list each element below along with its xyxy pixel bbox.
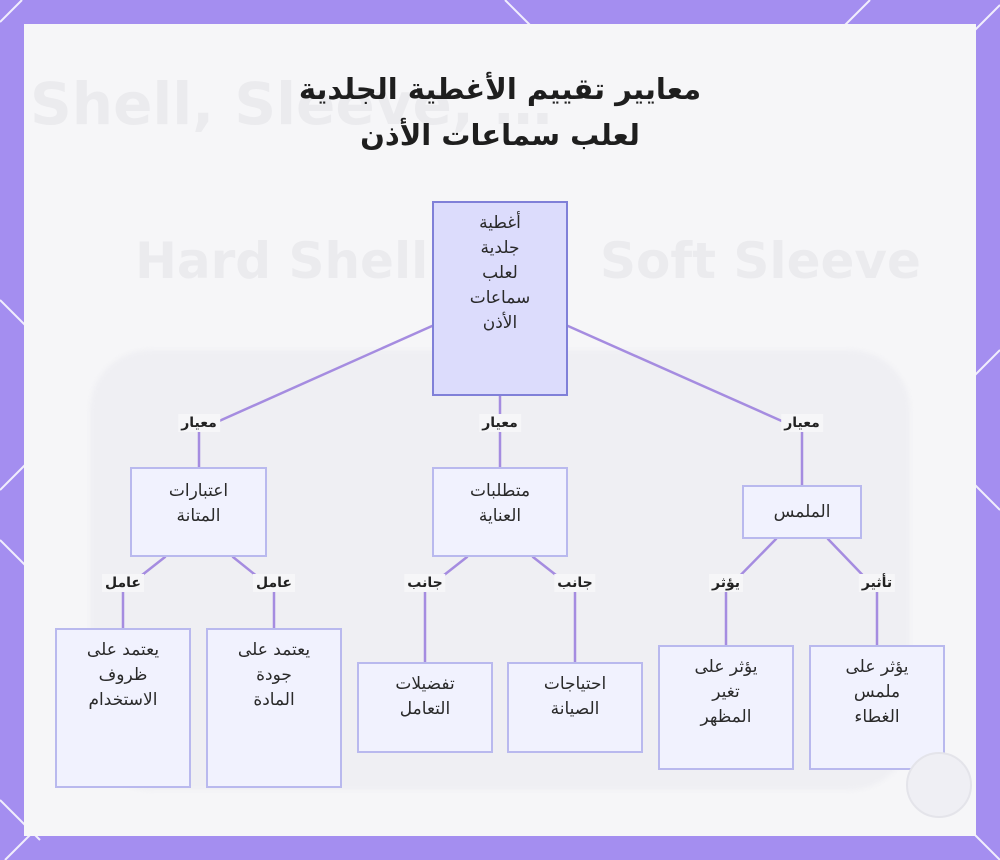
node-maintenance-needs: احتياجات الصيانة xyxy=(507,662,643,753)
edge-label-influence: تأثير xyxy=(859,574,895,592)
node-touch: الملمس xyxy=(742,485,862,539)
watermark-logo-icon xyxy=(906,752,972,818)
node-usage-conditions: يعتمد على ظروف الاستخدام xyxy=(55,628,191,788)
edge-durability-usage xyxy=(123,557,165,628)
edge-label-affects: يؤثر xyxy=(709,574,743,592)
node-appearance-change: يؤثر على تغير المظهر xyxy=(658,645,794,770)
edge-label-criterion: معيار xyxy=(781,414,823,432)
edge-care-handling xyxy=(425,557,467,662)
node-care: متطلبات العناية xyxy=(432,467,568,557)
node-material-quality: يعتمد على جودة المادة xyxy=(206,628,342,788)
edge-label-aspect: جانب xyxy=(554,574,595,592)
edge-label-factor: عامل xyxy=(102,574,144,592)
node-durability: اعتبارات المتانة xyxy=(130,467,267,557)
node-handling-preferences: تفضيلات التعامل xyxy=(357,662,493,753)
edge-root-touch xyxy=(568,326,802,485)
node-cover-feel: يؤثر على ملمس الغطاء xyxy=(809,645,945,770)
edge-root-durability xyxy=(199,326,432,467)
edge-touch-appearance xyxy=(726,539,776,645)
edge-label-criterion: معيار xyxy=(479,414,521,432)
edge-durability-material xyxy=(233,557,274,628)
edge-care-maintenance xyxy=(533,557,575,662)
edge-label-aspect: جانب xyxy=(404,574,445,592)
node-root: أغطية جلدية لعلب سماعات الأذن xyxy=(432,201,568,396)
edge-label-factor: عامل xyxy=(253,574,295,592)
edge-touch-feel xyxy=(828,539,877,645)
edge-label-criterion: معيار xyxy=(178,414,220,432)
